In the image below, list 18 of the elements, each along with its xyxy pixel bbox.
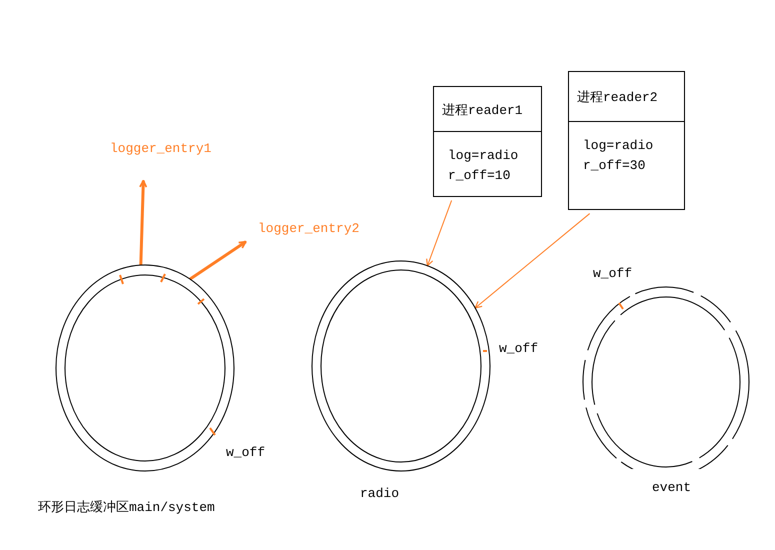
arrow [426,200,452,266]
reader-state: log=radio r_off=10 [448,147,520,185]
process-title: 进程reader1 [442,102,523,118]
pointer-label: w_off [226,445,266,460]
arrow [189,240,247,280]
entry-label: logger_entry1 [110,141,212,156]
buffer-caption: event [652,480,692,495]
reader-state: log=radio r_off=30 [583,137,654,175]
entry-label: logger_entry2 [258,221,360,236]
arrow [474,213,590,309]
process-title: 进程reader2 [577,89,658,106]
buffer-caption: 环形日志缓冲区main/system [38,499,215,516]
arrow [139,180,148,266]
process-box [568,71,685,210]
pointer-label: w_off [499,341,538,356]
buffer-caption: radio [360,486,400,501]
pointer-label: w_off [593,266,632,281]
process-box [433,86,542,197]
